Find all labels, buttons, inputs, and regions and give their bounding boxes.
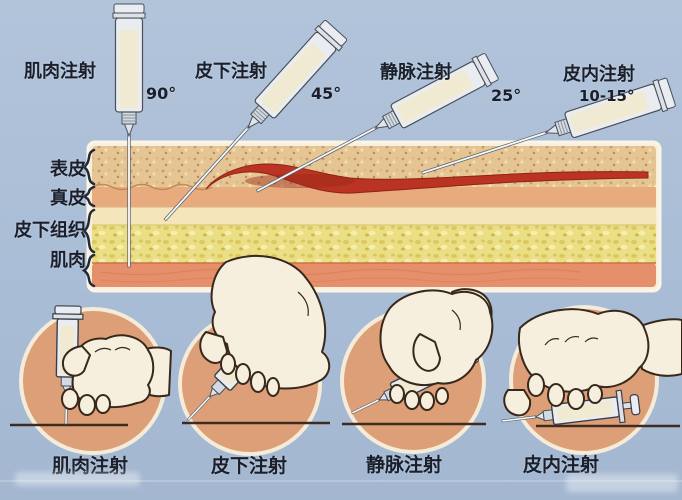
label-subcutaneous: 皮下组织 — [14, 220, 86, 241]
hand-fist-vertical — [61, 334, 172, 416]
label-epidermis: 表皮 — [50, 159, 86, 180]
caption-muscle-injection: 肌肉注射 — [52, 455, 129, 477]
angle-subcutaneous-injection: 45° — [311, 84, 342, 103]
syringe-intradermal-icon — [421, 76, 677, 175]
subcutaneous-layer — [92, 225, 656, 263]
blood-vessel — [205, 163, 649, 194]
demo-muscle-injection — [10, 305, 172, 455]
demo-intravenous-injection — [340, 288, 494, 454]
label-dermis: 真皮 — [50, 188, 86, 209]
demo-subcutaneous-injection — [178, 255, 331, 456]
label-intravenous-injection: 静脉注射 — [380, 62, 452, 83]
syringe-intravenous-icon — [255, 51, 500, 193]
demo-intradermal-injection — [501, 305, 682, 455]
angle-intravenous-injection: 25° — [491, 86, 522, 105]
angle-intradermal-injection: 10-15° — [579, 87, 635, 105]
caption-intradermal-injection: 皮内注射 — [523, 454, 600, 476]
label-intradermal-injection: 皮内注射 — [563, 64, 635, 85]
angle-muscle-injection: 90° — [146, 84, 177, 103]
label-subcutaneous-injection: 皮下注射 — [195, 61, 267, 82]
label-muscle-injection: 肌肉注射 — [24, 61, 96, 82]
background-fold-line — [0, 480, 682, 482]
syringe-subcutaneous-icon — [163, 18, 349, 222]
skin-cross-section — [86, 140, 662, 293]
hand-grip-25 — [379, 288, 494, 411]
watermark-left — [15, 472, 140, 486]
syringe-muscle-icon — [112, 3, 146, 268]
caption-intravenous-injection: 静脉注射 — [366, 454, 443, 476]
hand-grip-45 — [199, 255, 331, 397]
watermark-right — [566, 474, 678, 492]
dermis-layer — [92, 187, 656, 207]
hand-grip-flat — [503, 308, 682, 417]
muscle-layer — [92, 263, 656, 287]
caption-subcutaneous-injection: 皮下注射 — [211, 455, 288, 477]
label-muscle: 肌肉 — [50, 250, 86, 271]
layer-braces — [80, 148, 96, 288]
